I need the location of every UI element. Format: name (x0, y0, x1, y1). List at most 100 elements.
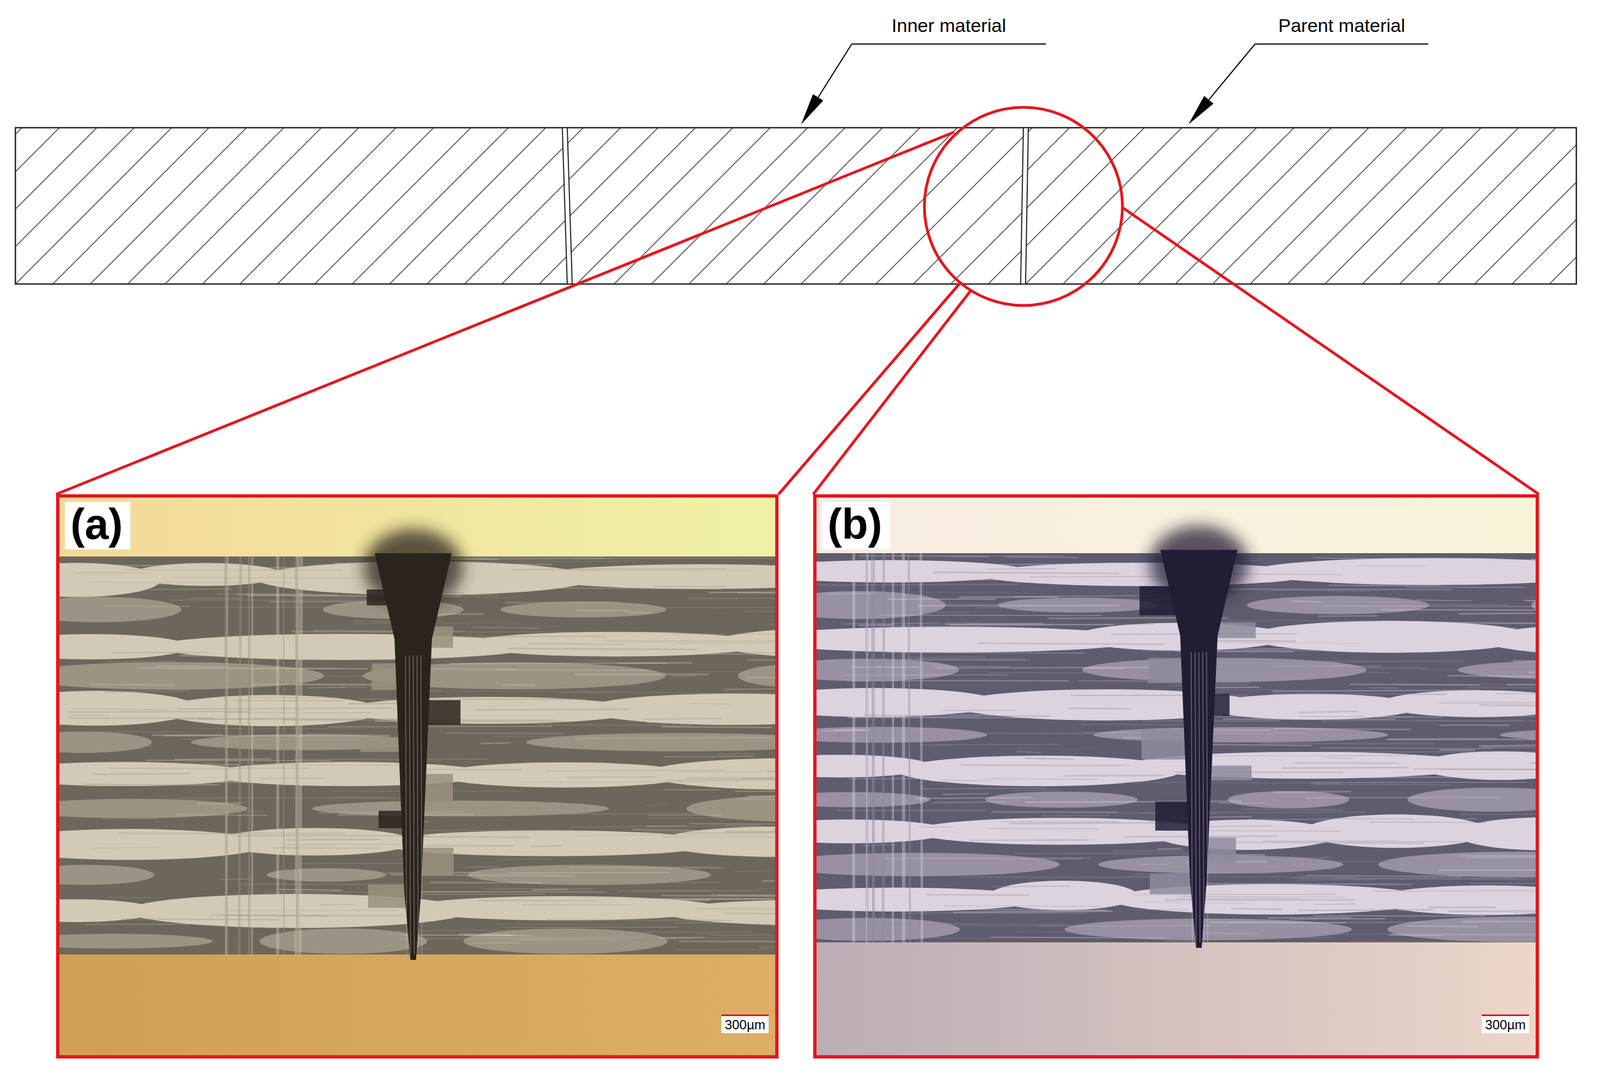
fibre-tow (816, 658, 960, 682)
fibre-streak (932, 572, 1120, 574)
fibre-streak (1498, 629, 1536, 630)
polish-mark (866, 552, 868, 942)
fibre-streak (921, 787, 1046, 789)
fibre-streak (606, 631, 683, 633)
fibre-streak (1444, 559, 1536, 561)
polish-mark (296, 556, 298, 955)
fibre-streak (399, 938, 619, 939)
fibre-streak (229, 909, 397, 911)
fibre-streak (995, 837, 1064, 838)
fibre-streak (966, 563, 1166, 565)
fibre-streak (833, 729, 871, 730)
part-label: Parent material (1255, 14, 1429, 37)
fibre-streak (1015, 930, 1087, 932)
fibre-streak (502, 926, 678, 928)
fibre-streak (1247, 818, 1478, 820)
fibre-streak (507, 648, 697, 650)
fibre-streak (618, 661, 693, 665)
fibre-streak (744, 610, 776, 612)
fibre-streak (92, 582, 293, 583)
fibre-streak (493, 735, 725, 737)
fibre-streak (196, 802, 240, 804)
specimen-schematic (15, 127, 1577, 284)
fibre-streak (536, 724, 693, 726)
fibre-streak (1157, 847, 1182, 850)
fibre-streak (205, 566, 324, 569)
fibre-streak (1041, 814, 1110, 816)
fibre-streak (508, 851, 663, 853)
polish-mark (276, 556, 279, 955)
fibre-streak (1493, 830, 1536, 831)
fibre-streak (1469, 882, 1536, 884)
fibre-streak (1002, 697, 1062, 699)
fibre-streak (1324, 757, 1353, 759)
fibre-streak (1478, 744, 1536, 746)
fibre-streak (145, 759, 332, 761)
fibre-streak (825, 579, 998, 581)
fibre-streak (944, 622, 1043, 625)
fibre-streak (64, 647, 176, 649)
fibre-streak (960, 908, 1108, 911)
fibre-streak (1438, 868, 1536, 871)
fibre-streak (1298, 909, 1434, 911)
fibre-streak (859, 624, 893, 626)
fibre-streak (1505, 888, 1536, 890)
polish-mark (921, 552, 923, 942)
fibre-streak (1272, 689, 1481, 692)
fibre-streak (1201, 667, 1428, 668)
fibre-streak (1272, 589, 1371, 591)
fibre-streak (205, 707, 415, 709)
fibre-streak (687, 598, 776, 600)
fibre-streak (1333, 877, 1536, 879)
fibre-streak (1447, 675, 1536, 677)
fibre-streak (844, 674, 1009, 676)
fibre-streak (1458, 612, 1536, 614)
joint-line (1020, 127, 1024, 284)
fibre-streak (279, 889, 343, 891)
fibre-streak (1034, 701, 1169, 703)
fibre-streak (70, 714, 110, 716)
fibre-streak (689, 703, 732, 705)
fibre-streak (173, 902, 293, 904)
fibre-streak (737, 592, 776, 594)
fibre-streak (605, 733, 734, 736)
fibre-streak (1224, 901, 1360, 904)
fibre-streak (1013, 595, 1158, 597)
fibre-streak (933, 665, 1010, 667)
fibre-streak (1506, 683, 1536, 686)
scale-bar-label: 300µm (1481, 1014, 1530, 1033)
fibre-streak (653, 585, 727, 588)
fibre-streak (818, 640, 847, 643)
fibre-streak (1267, 641, 1422, 644)
fibre-streak (1388, 934, 1442, 936)
zoom-line (56, 132, 955, 495)
fibre-streak (1015, 788, 1062, 791)
fibre-streak (847, 716, 1037, 719)
fibre-streak (91, 846, 160, 848)
fibre-streak (972, 772, 1005, 774)
fibre-streak (216, 908, 423, 910)
fibre-streak (1009, 822, 1169, 824)
fibre-streak (1439, 768, 1536, 770)
fibre-streak (1210, 689, 1314, 691)
fibre-streak (678, 940, 776, 942)
fibre-streak (731, 645, 773, 648)
fibre-streak (205, 781, 286, 783)
fibre-tow (59, 731, 152, 753)
fibre-streak (661, 726, 771, 727)
fibre-streak (1227, 857, 1296, 858)
fibre-streak (747, 795, 776, 796)
fibre-streak (987, 567, 1057, 570)
fibre-streak (957, 924, 1175, 926)
fibre-streak (354, 622, 519, 624)
fibre-streak (745, 676, 776, 678)
fibre-streak (709, 934, 776, 936)
fibre-streak (1210, 922, 1427, 923)
fibre-streak (1259, 742, 1436, 744)
fibre-streak (474, 766, 499, 769)
fibre-tow (1227, 790, 1350, 808)
fibre-streak (423, 844, 514, 847)
fibre-streak (646, 824, 687, 827)
fibre-tow (816, 726, 988, 743)
